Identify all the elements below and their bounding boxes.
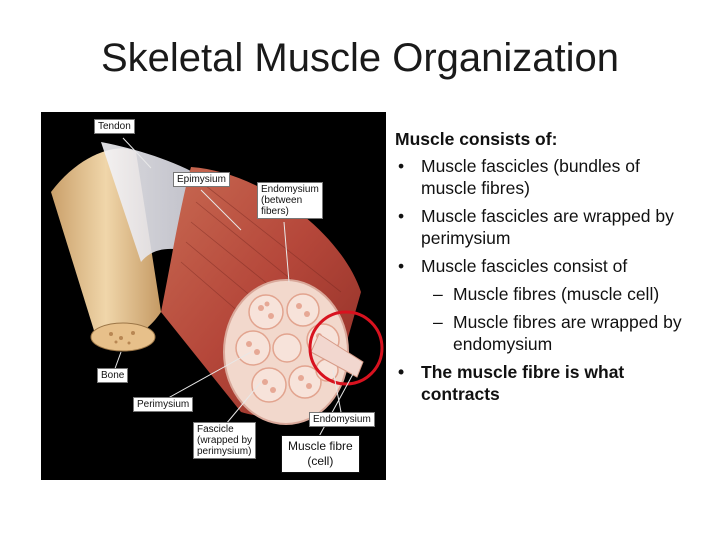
highlight-circle [308,310,384,386]
slide-title: Skeletal Muscle Organization [100,36,620,80]
muscle-diagram: Tendon Epimysium Endomysium (between fib… [41,112,386,480]
bullet-list: Muscle fascicles (bundles of muscle fibr… [395,155,700,405]
sub-bullet-item: Muscle fibres are wrapped by endomysium [395,311,700,355]
bullet-item: Muscle fascicles are wrapped by perimysi… [395,205,700,249]
muscle-illustration [51,137,384,443]
bullet-item: Muscle fascicles consist of [395,255,700,277]
bone-marrow-dots [109,331,135,345]
bullet-item-emphasis: The muscle fibre is what contracts [395,361,700,405]
label-bone: Bone [97,368,129,383]
protruding-fibre [310,333,364,378]
label-perimysium: Perimysium [133,397,194,412]
content-panel: Muscle consists of: Muscle fascicles (bu… [395,128,700,411]
label-endomysium: Endomysium [309,412,375,427]
label-epimysium: Epimysium [173,172,230,187]
bone-end [90,322,156,352]
label-fascicle: Fascicle (wrapped by perimysium) [193,422,257,459]
label-muscle-fibre: Muscle fibre (cell) [281,435,360,473]
label-endomysium-between: Endomysium (between fibers) [257,182,323,219]
content-heading: Muscle consists of: [395,129,558,149]
bullet-item: Muscle fascicles (bundles of muscle fibr… [395,155,700,199]
label-tendon: Tendon [94,119,135,134]
sub-bullet-item: Muscle fibres (muscle cell) [395,283,700,305]
